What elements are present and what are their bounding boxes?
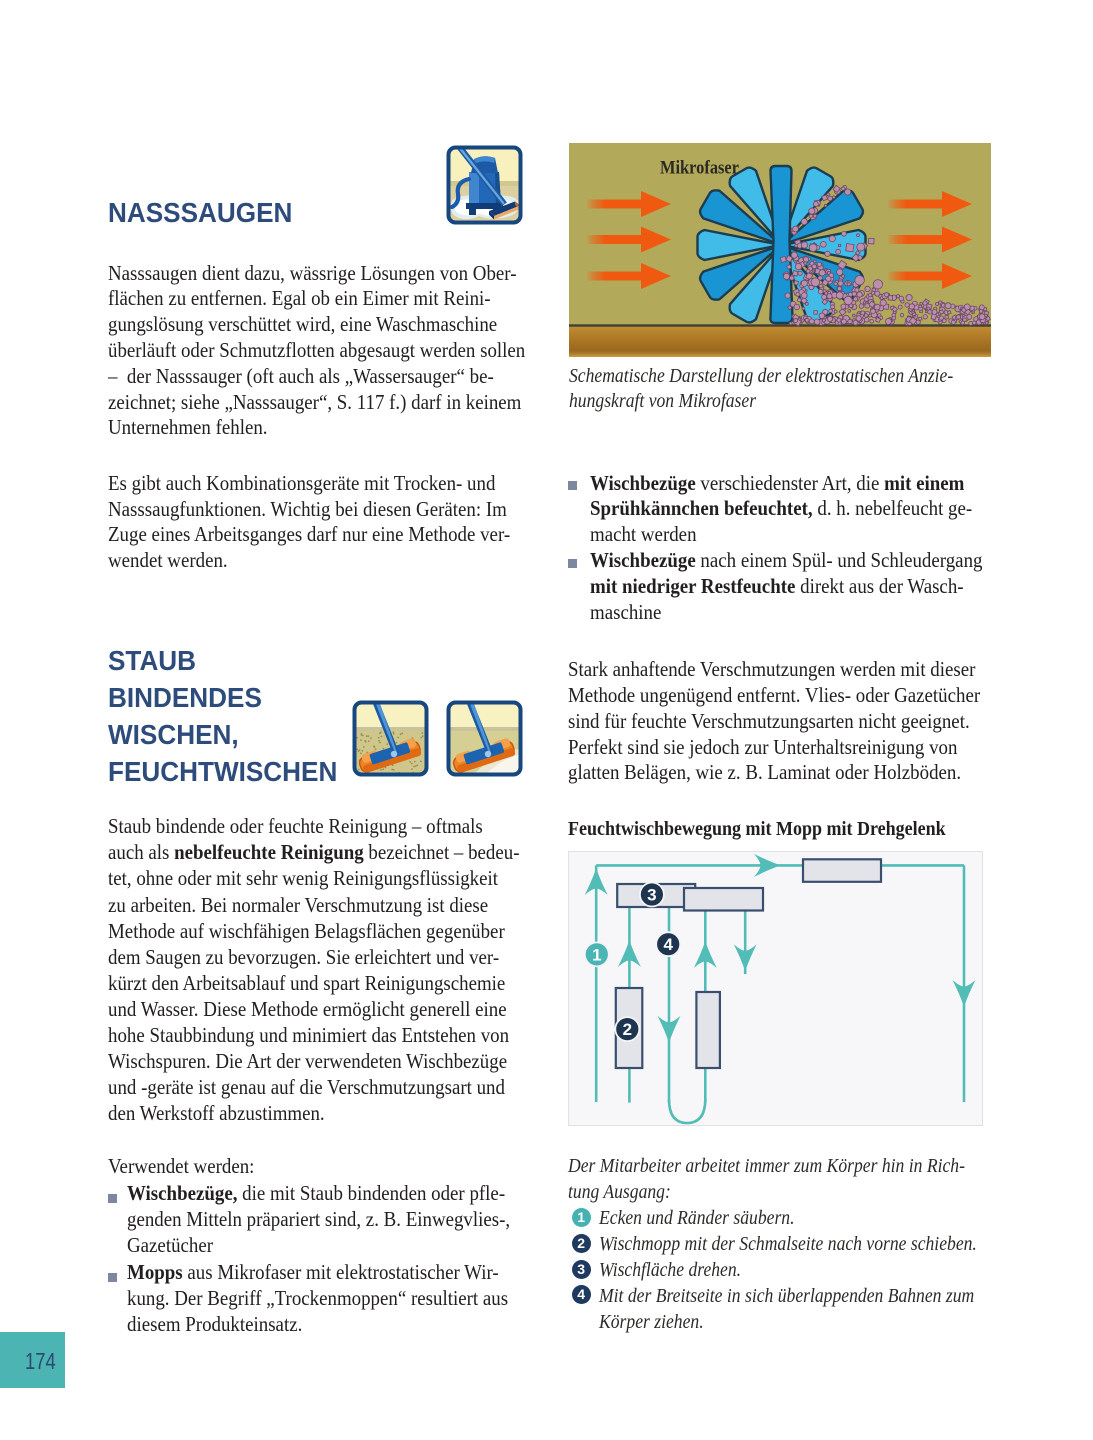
svg-text:4: 4 [663, 935, 673, 954]
svg-text:3: 3 [647, 886, 656, 905]
svg-text:Mikrofaser: Mikrofaser [660, 159, 739, 179]
svg-text:2: 2 [623, 1020, 632, 1039]
svg-text:1: 1 [592, 945, 601, 964]
